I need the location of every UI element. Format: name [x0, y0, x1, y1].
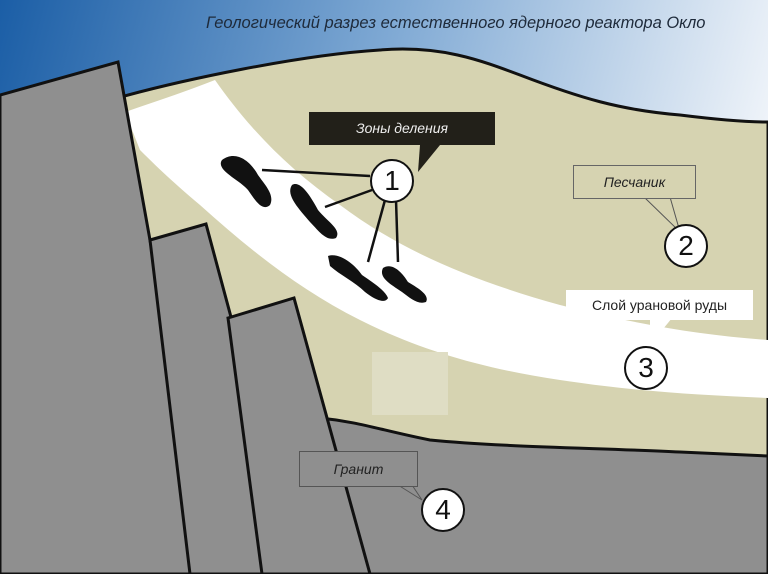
- fission-zone-blob: [290, 184, 338, 239]
- granite-block-1: [0, 60, 212, 574]
- fission-zone-blobs: [220, 155, 427, 303]
- fission-zone-blob: [328, 255, 388, 301]
- marker-4: 4: [421, 488, 465, 532]
- diagram-title: Геологический разрез естественного ядерн…: [206, 14, 706, 32]
- fission-zone-blob: [381, 266, 427, 303]
- granite-block-3: [226, 296, 372, 574]
- uranium-ore-label: Слой урановой руды: [566, 290, 753, 320]
- fission-zone-blob: [220, 155, 272, 208]
- marker-3: 3: [624, 346, 668, 390]
- faint-square: [372, 352, 448, 415]
- granite-label: Гранит: [299, 451, 418, 487]
- marker-1: 1: [370, 159, 414, 203]
- marker-2: 2: [664, 224, 708, 268]
- leader-lines: [261, 145, 681, 501]
- fission-zones-label: Зоны деления: [309, 112, 495, 145]
- sandstone-label: Песчаник: [573, 165, 696, 199]
